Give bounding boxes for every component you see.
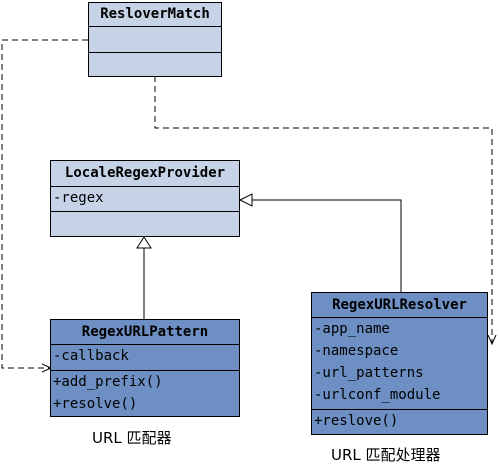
attribute-row: -urlconf_module bbox=[314, 387, 441, 403]
methods-section: +add_prefix() +resolve() bbox=[51, 370, 239, 416]
resolver-caption: URL 匹配处理器 bbox=[331, 446, 441, 464]
attributes-section bbox=[89, 26, 221, 52]
class-name: RegexURLPattern bbox=[81, 324, 209, 340]
methods-section bbox=[89, 52, 221, 76]
locale-regex-provider-class: LocaleRegexProvider -regex bbox=[50, 160, 240, 237]
attribute-row: -namespace bbox=[314, 343, 399, 359]
method-row: +add_prefix() bbox=[53, 374, 163, 390]
inheritance-resolver-to-provider bbox=[252, 199, 402, 293]
attribute-row: -regex bbox=[53, 190, 104, 206]
method-row: +resolve() bbox=[53, 396, 138, 412]
class-name: LocaleRegexProvider bbox=[64, 165, 226, 181]
inheritance-arrowhead-pattern bbox=[136, 236, 152, 249]
attributes-section: -regex bbox=[51, 186, 239, 211]
dependency-match-to-resolver bbox=[154, 76, 492, 344]
attribute-row: -url_patterns bbox=[314, 365, 424, 381]
inheritance-arrowhead-resolver bbox=[238, 193, 253, 207]
class-name: RegexURLResolver bbox=[332, 297, 467, 313]
resolver-match-class: ResloverMatch bbox=[88, 2, 222, 77]
methods-section: +reslove() bbox=[312, 409, 487, 434]
method-row: +reslove() bbox=[314, 413, 399, 429]
attributes-section: -app_name -namespace -url_patterns -urlc… bbox=[312, 317, 487, 409]
attribute-row: -callback bbox=[53, 348, 129, 364]
dependency-match-to-pattern bbox=[1, 39, 88, 368]
regex-url-pattern-class: RegexURLPattern -callback +add_prefix() … bbox=[50, 319, 240, 417]
attributes-section: -callback bbox=[51, 344, 239, 370]
regex-url-resolver-class: RegexURLResolver -app_name -namespace -u… bbox=[311, 292, 488, 435]
class-name: ResloverMatch bbox=[100, 6, 210, 22]
methods-section bbox=[51, 211, 239, 236]
attribute-row: -app_name bbox=[314, 321, 390, 337]
pattern-caption: URL 匹配器 bbox=[92, 429, 172, 447]
